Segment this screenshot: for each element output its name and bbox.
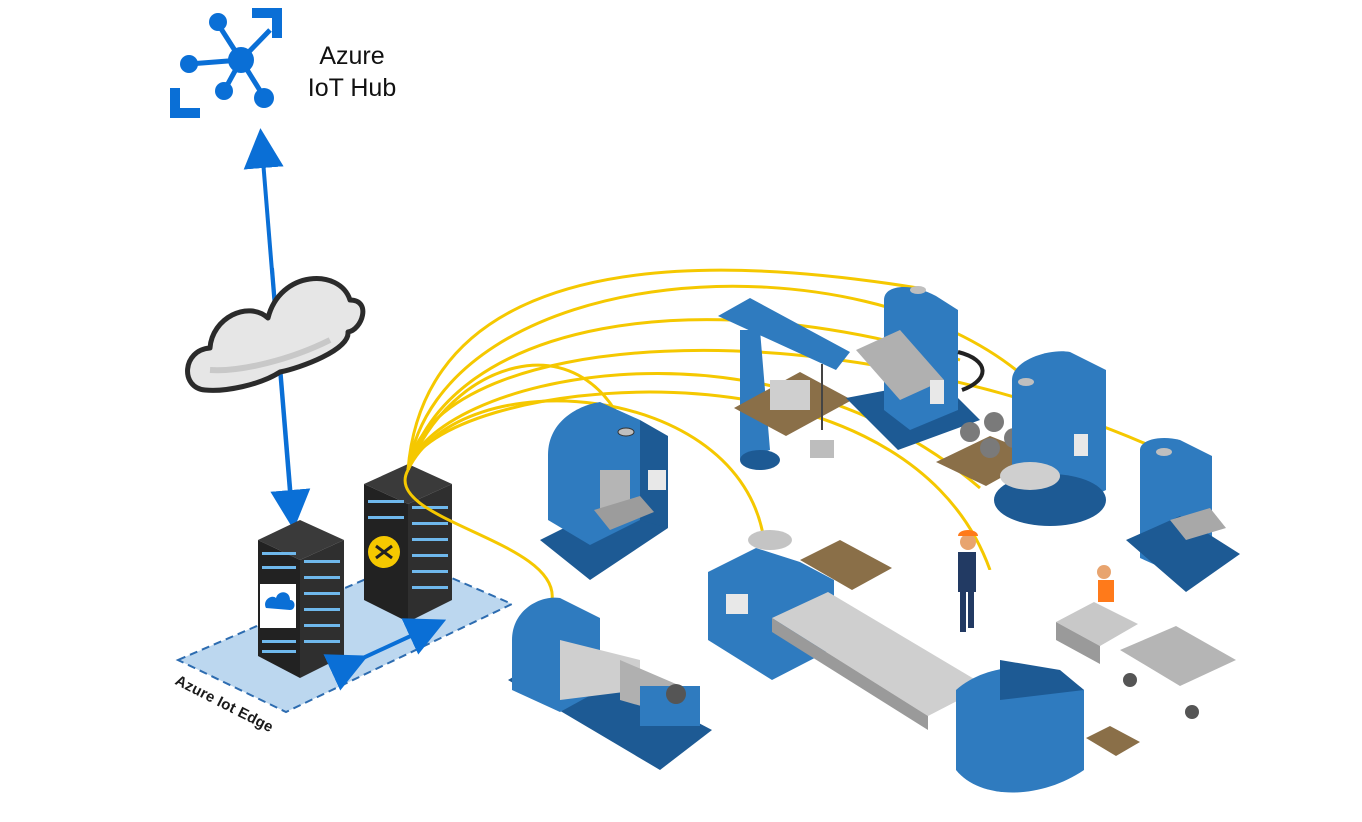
forklift-icon [1056,565,1236,719]
parts-pallet [800,412,1140,756]
cloud-icon [185,276,366,393]
server-rack-left [258,520,344,678]
rack-sync-arrow [323,618,447,691]
server-rack-right [364,464,452,622]
hub-title-line-1: Azure [319,42,385,70]
edge-zone [175,558,515,714]
drill-press [1126,438,1240,592]
lathe-machine [508,597,712,770]
azure-iot-hub-icon [170,8,282,118]
worker-icon [958,530,992,632]
milling-machine-large [846,286,985,450]
hub-title-line-2: IoT Hub [307,74,397,102]
milling-machine [540,402,668,580]
hub-title: Azure IoT Hub [292,40,412,104]
conveyor-line [708,530,1084,793]
vertical-grinder [994,351,1106,526]
gantry-crane [718,298,852,470]
